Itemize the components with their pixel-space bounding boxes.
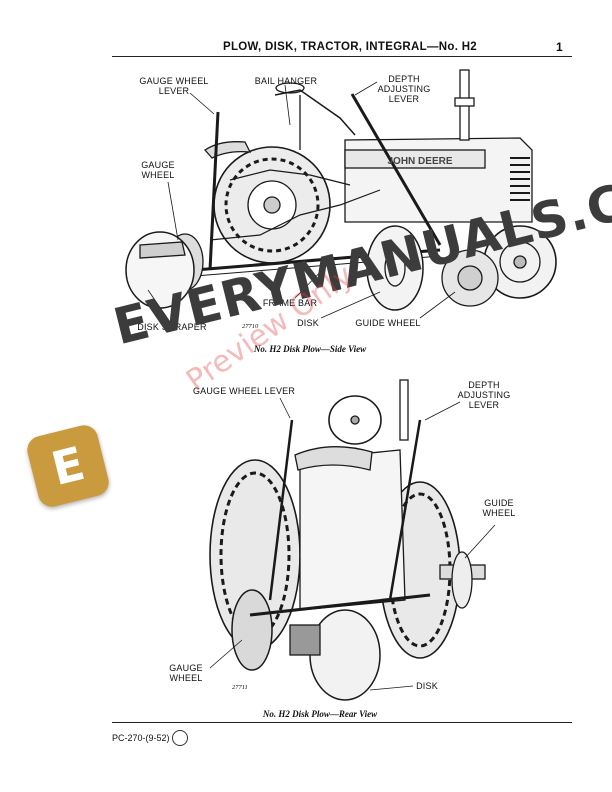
side-view-leader-lines bbox=[147, 81, 456, 323]
label-bail-hanger: BAIL HANGER bbox=[254, 76, 318, 86]
page-number: 1 bbox=[556, 40, 563, 54]
watermark-logo-letter: E bbox=[46, 435, 90, 497]
label-gauge-wheel-lever-side: GAUGE WHEEL LEVER bbox=[139, 76, 209, 96]
label-guide-wheel-side: GUIDE WHEEL bbox=[355, 318, 421, 328]
side-view-tractor-illustration bbox=[125, 69, 557, 311]
rear-view-tractor-illustration bbox=[209, 379, 486, 701]
label-gauge-wheel-lever-rear: GAUGE WHEEL LEVER bbox=[192, 386, 296, 396]
footer-rule bbox=[112, 722, 572, 723]
label-depth-adjusting-lever-rear: DEPTH ADJUSTING LEVER bbox=[457, 380, 511, 410]
figure-number-side: 27710 bbox=[242, 323, 259, 330]
caption-rear-view: No. H2 Disk Plow—Rear View bbox=[262, 709, 378, 719]
caption-side-view: No. H2 Disk Plow—Side View bbox=[253, 344, 367, 354]
figure-number-rear: 27711 bbox=[232, 684, 248, 691]
tractor-brand-text: JOHN DEERE bbox=[387, 156, 452, 167]
label-gauge-wheel-rear: GAUGE WHEEL bbox=[169, 663, 203, 683]
label-guide-wheel-rear: GUIDE WHEEL bbox=[482, 498, 516, 518]
rear-view-leader-lines bbox=[209, 397, 496, 691]
union-label-icon bbox=[172, 730, 188, 746]
label-gauge-wheel-side: GAUGE WHEEL bbox=[141, 160, 175, 180]
footer-code: PC-270-(9-52) bbox=[112, 733, 170, 743]
label-disk-side: DISK bbox=[297, 318, 319, 328]
label-disk-scraper: DISK SCRAPER bbox=[137, 322, 207, 332]
page-header-title: PLOW, DISK, TRACTOR, INTEGRAL—No. H2 bbox=[222, 41, 477, 53]
label-depth-adjusting-lever-side: DEPTH ADJUSTING LEVER bbox=[377, 74, 431, 104]
label-disk-rear: DISK bbox=[416, 681, 438, 691]
label-frame-bar: FRAME BAR bbox=[262, 298, 318, 308]
header-rule bbox=[112, 56, 572, 57]
